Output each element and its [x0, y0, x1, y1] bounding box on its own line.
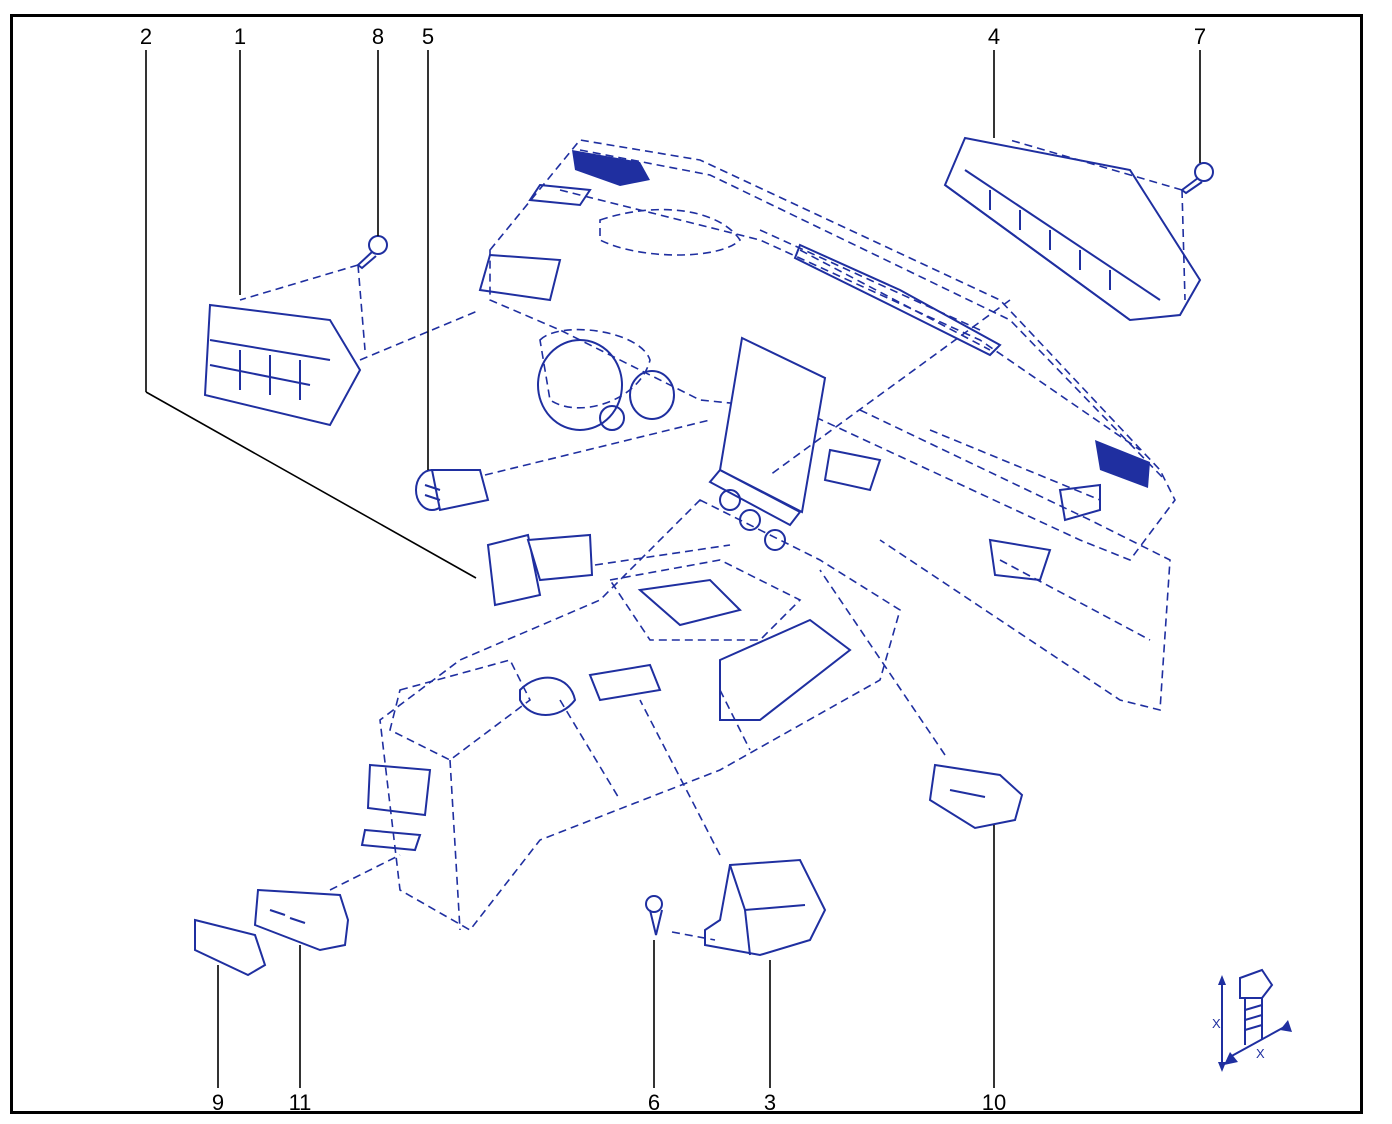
- centre-console: [360, 489, 901, 932]
- part-3-selector: [704, 858, 827, 957]
- callout-3: 3: [764, 1090, 776, 1115]
- callout-4: 4: [988, 24, 1000, 49]
- callout-11: 11: [289, 1090, 312, 1115]
- torque-label-x-vertical: X: [1212, 1016, 1221, 1031]
- part-4-switch-panel: [943, 136, 1202, 322]
- callout-1: 1: [234, 24, 246, 49]
- part-1-switch-panel: [203, 303, 362, 427]
- callout-5: 5: [422, 24, 434, 49]
- torque-label-x-diagonal: X: [1256, 1046, 1265, 1061]
- part-11-usb-socket: [253, 888, 350, 952]
- callout-6: 6: [648, 1090, 660, 1115]
- part-9-cover: [194, 918, 267, 977]
- part-6-screw: [645, 895, 663, 936]
- part-10-usb-socket: [928, 763, 1024, 830]
- part-7-screw: [1180, 162, 1214, 195]
- callout-leader-lines: [145, 50, 1201, 1088]
- part-5-round-switch: [415, 469, 490, 512]
- part-2-switch: [486, 533, 594, 607]
- dashboard-assembly: [478, 139, 1176, 712]
- centre-display: [708, 336, 827, 527]
- callout-labels: 2 1 8 5 4 7 9 11 6 3 10: [140, 24, 1206, 1115]
- bolt-torque-icon: X X: [1212, 968, 1292, 1072]
- callout-10: 10: [982, 1090, 1006, 1115]
- callout-8: 8: [372, 24, 384, 49]
- callout-9: 9: [212, 1090, 224, 1115]
- assembly-guide-lines: [239, 139, 1186, 941]
- part-8-screw: [356, 235, 388, 270]
- diagram-frame: [10, 14, 1363, 1114]
- callout-7: 7: [1194, 24, 1206, 49]
- callout-2: 2: [140, 24, 152, 49]
- instrument-cluster: [537, 339, 675, 431]
